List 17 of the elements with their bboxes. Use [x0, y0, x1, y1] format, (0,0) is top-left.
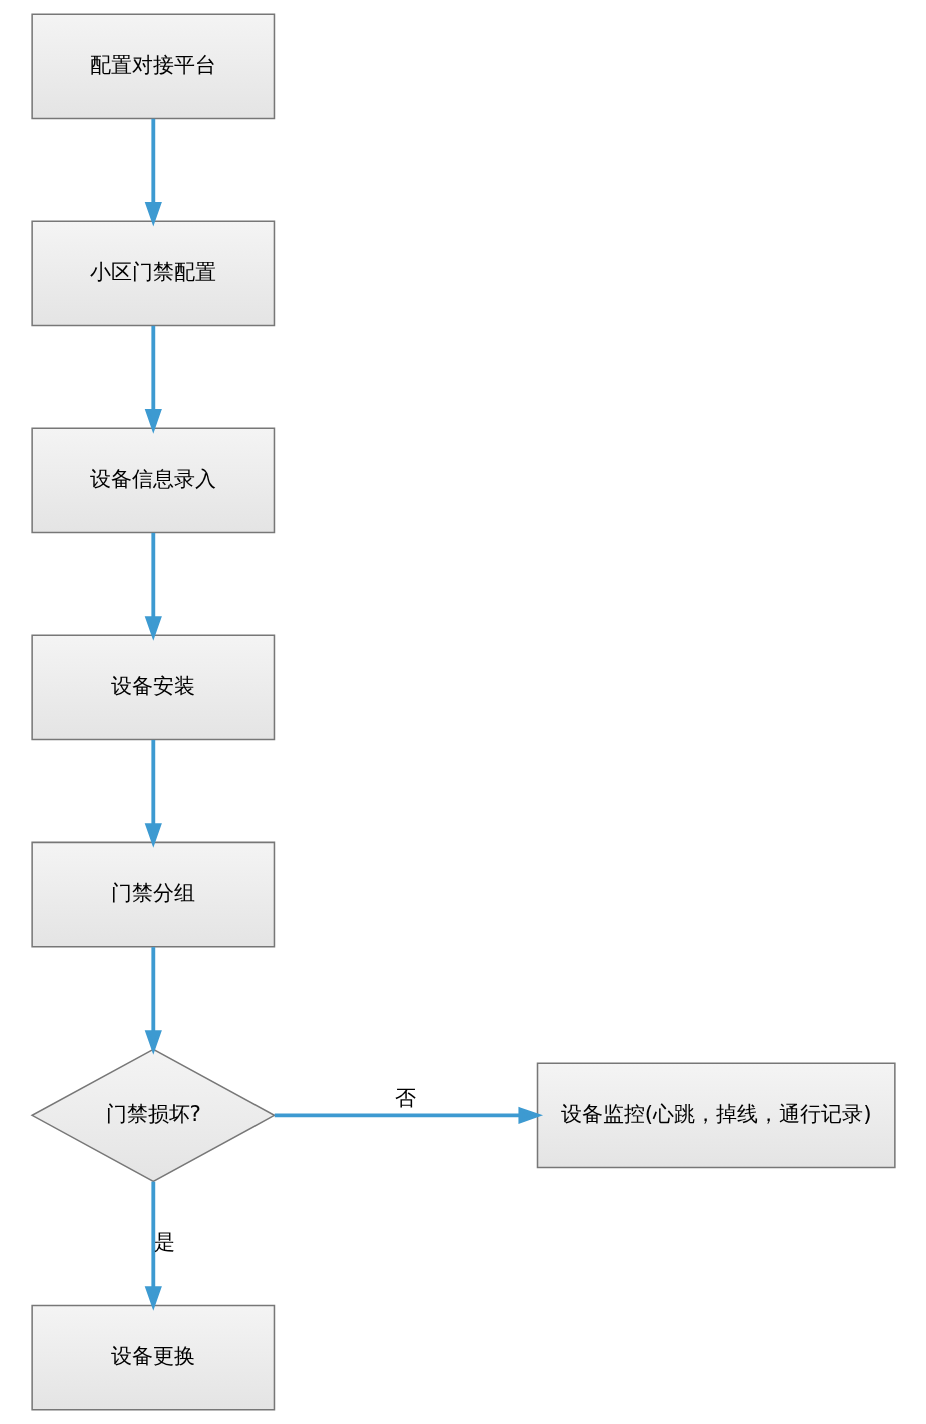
- node-box: 设备监控(心跳，掉线，通行记录): [536, 1062, 896, 1169]
- node-diamond: 门禁损坏?: [30, 1048, 276, 1183]
- arrow: [144, 325, 162, 434]
- node-box: 小区门禁配置: [30, 220, 275, 327]
- arrow: [144, 118, 162, 227]
- node-box: 设备信息录入: [30, 427, 275, 534]
- node-box: 门禁分组: [30, 841, 275, 948]
- arrow: [144, 532, 162, 641]
- edge-label: 是: [153, 1229, 175, 1255]
- node-box: 设备更换: [30, 1304, 275, 1411]
- edge-label: 否: [394, 1084, 416, 1110]
- arrow: [144, 1181, 162, 1311]
- node-box: 设备安装: [30, 634, 275, 741]
- arrow: [144, 947, 162, 1055]
- arrow: [144, 739, 162, 848]
- arrow: [274, 1106, 543, 1124]
- node-box: 配置对接平台: [30, 13, 275, 120]
